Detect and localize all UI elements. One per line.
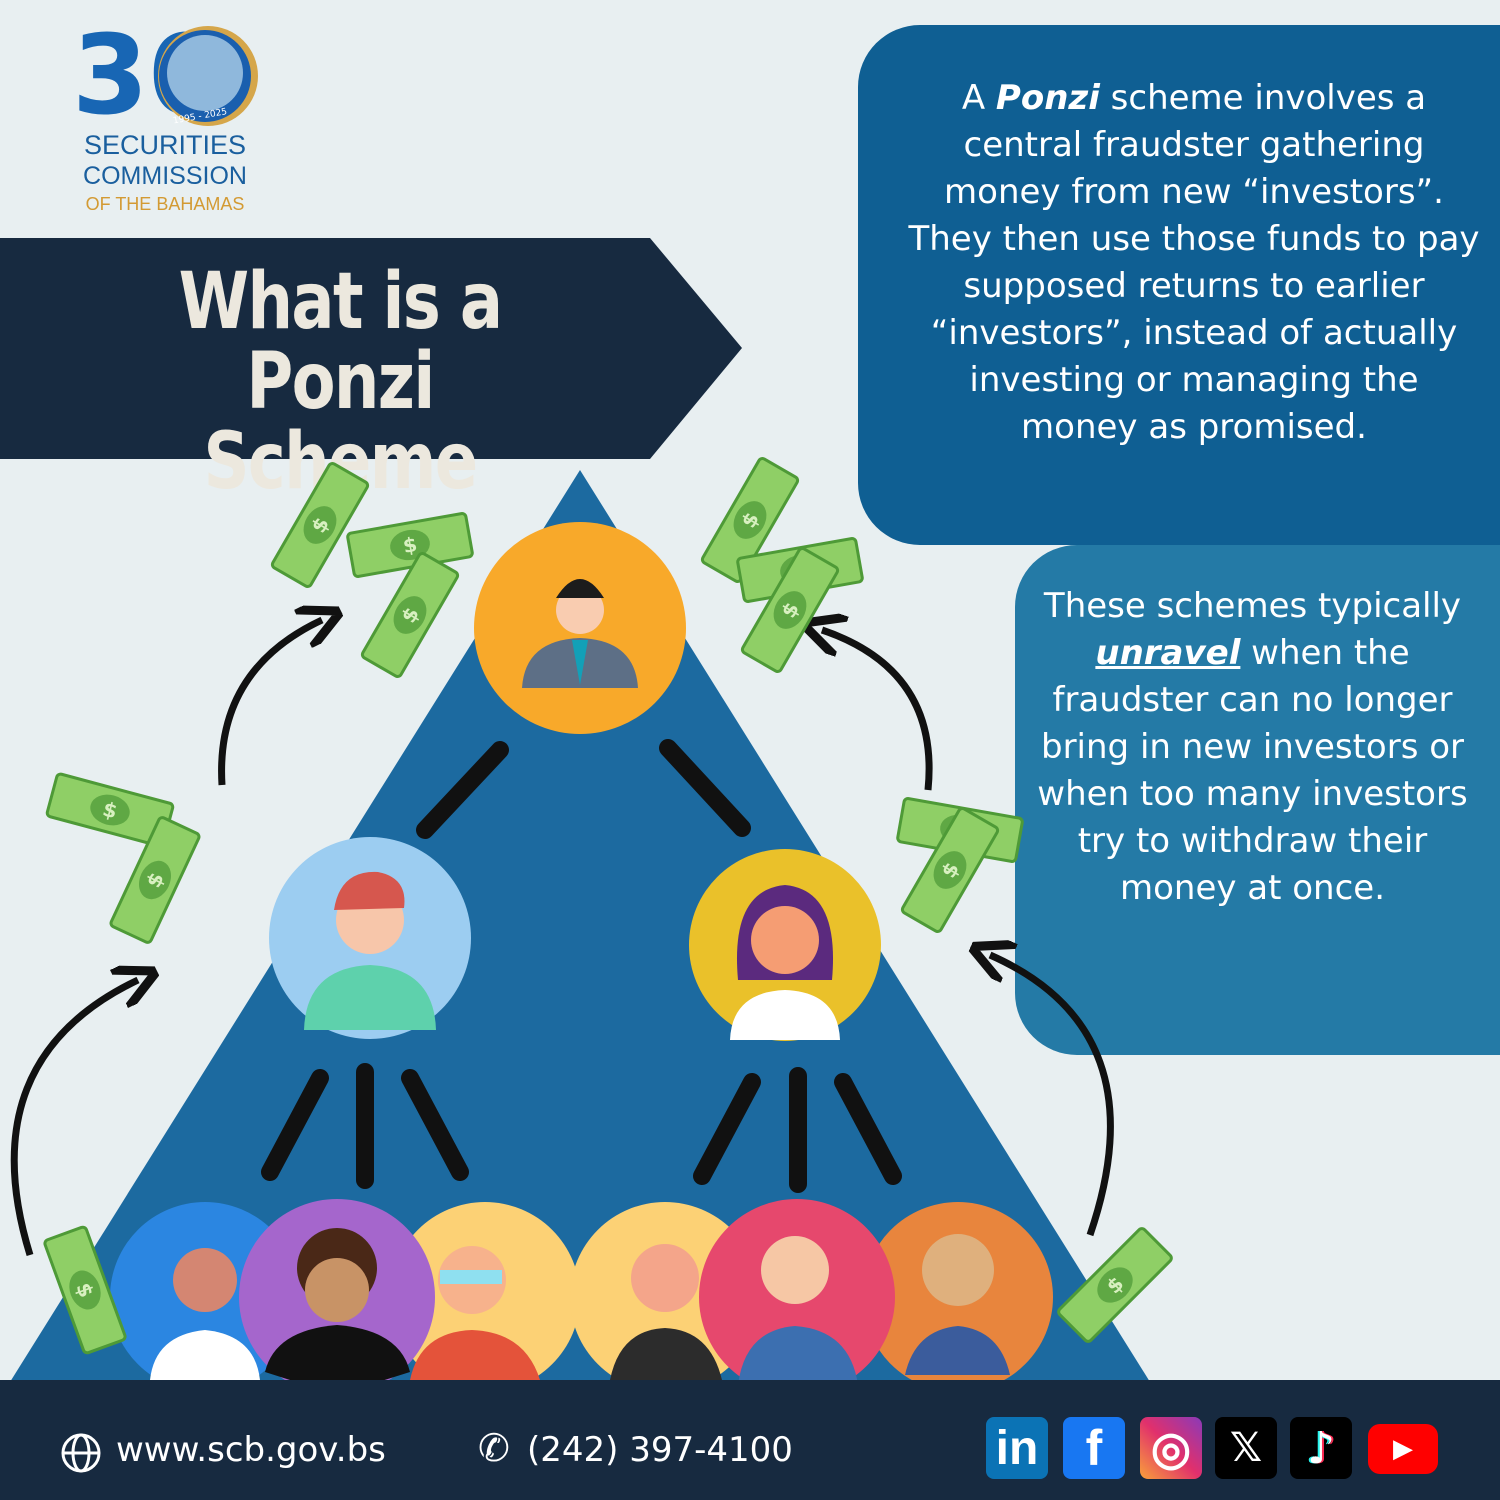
x-icon[interactable]: 𝕏 (1215, 1417, 1277, 1479)
phone-number[interactable]: (242) 397-4100 (527, 1430, 793, 1470)
ponzi-emphasis: Ponzi (995, 78, 1100, 118)
pyramid-triangle (10, 470, 1150, 1382)
logo-line3: OF THE BAHAMAS (85, 194, 245, 214)
logo-line2: COMMISSION (83, 162, 247, 190)
investor-avatar-right (689, 849, 881, 1041)
connector-lines (261, 739, 902, 1193)
arrows (10, 620, 1114, 1257)
linkedin-icon[interactable]: in (986, 1417, 1048, 1479)
bottom-investors (110, 1199, 1053, 1395)
website-link[interactable]: www.scb.gov.bs (116, 1430, 386, 1470)
facebook-icon[interactable]: f (1063, 1417, 1125, 1479)
logo: 30 1995 - 2025 SECURITIES COMMISSION OF … (70, 18, 260, 218)
investor-avatar-left (269, 837, 471, 1039)
unravel-emphasis: unravel (1095, 633, 1241, 673)
title-line1: What is a (178, 257, 503, 347)
phone-icon: ✆ (478, 1426, 510, 1470)
title-banner (0, 238, 742, 459)
definition-box: A Ponzi scheme involves a central frauds… (858, 25, 1500, 545)
globe-icon (61, 1433, 101, 1473)
tiktok-icon[interactable]: ♪ (1290, 1417, 1352, 1479)
page-title: What is a Ponzi Scheme (110, 262, 569, 502)
youtube-icon[interactable]: ▶ (1368, 1424, 1438, 1474)
instagram-icon[interactable]: ◎ (1140, 1417, 1202, 1479)
fraudster-avatar (474, 522, 686, 734)
unravel-box: These schemes typically unravel when the… (1015, 545, 1500, 1055)
logo-line1: SECURITIES (83, 130, 247, 160)
